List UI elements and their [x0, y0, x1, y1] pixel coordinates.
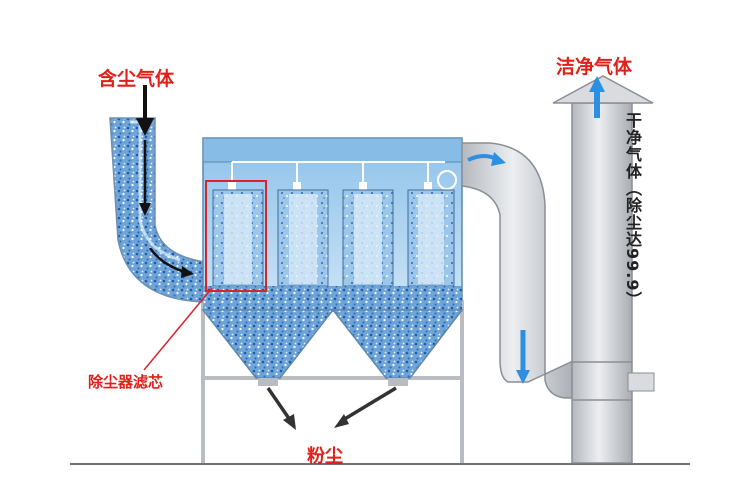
hopper-right	[331, 309, 464, 379]
filter-highlight-box	[205, 180, 267, 292]
arrow-icon	[148, 247, 194, 278]
pulse-pipe	[231, 161, 445, 182]
pulse-nozzles	[228, 182, 432, 192]
housing-top-plate	[202, 137, 463, 163]
filter-pointer-line	[143, 287, 213, 371]
fan-icon	[437, 170, 457, 190]
hopper-outlet-right	[388, 378, 408, 386]
arrow-icon	[136, 85, 154, 136]
support-frame	[201, 300, 464, 463]
stack-side-port	[627, 372, 655, 392]
arrow-icon	[467, 152, 506, 166]
label-clean-gas: 洁净气体	[556, 56, 633, 78]
inlet-duct-sheen	[130, 120, 181, 262]
arrow-icon	[139, 140, 151, 216]
arrow-icon	[266, 386, 397, 430]
exhaust-stack	[571, 102, 633, 464]
arrow-icon	[516, 330, 530, 384]
outlet-duct	[461, 142, 576, 399]
filter-cartridges	[212, 189, 455, 287]
label-dry-clean-gas: 干净气体（除尘达99.9）	[623, 112, 642, 309]
label-dusty-gas: 含尘气体	[98, 68, 175, 90]
label-dust: 粉尘	[307, 446, 343, 467]
label-filter-cartridge: 除尘器滤芯	[88, 373, 164, 391]
hopper-outlet-left	[258, 378, 278, 386]
hopper-left	[201, 309, 335, 379]
arrow-icon	[589, 76, 605, 118]
dust-chamber	[203, 286, 462, 312]
